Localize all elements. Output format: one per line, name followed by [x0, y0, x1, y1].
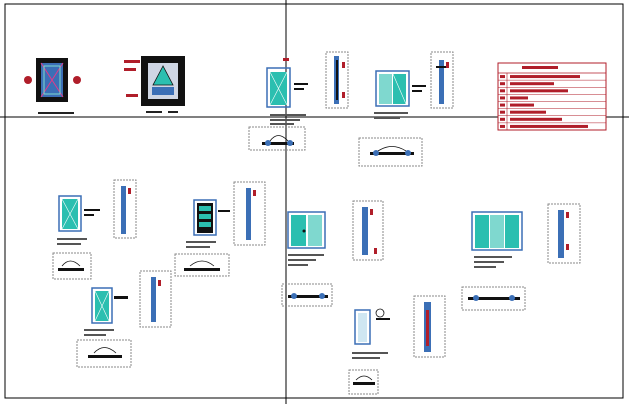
legend-row-text [510, 96, 528, 100]
legend-row-text [510, 117, 562, 121]
door-elevation-f [287, 211, 326, 266]
door-plan-c [52, 252, 92, 280]
door-elevation-a [266, 58, 308, 125]
legend-rows [498, 73, 606, 131]
legend-row-text [510, 110, 546, 114]
door-plan-g [461, 286, 526, 311]
door-section-d [233, 181, 266, 246]
door-plan-f [281, 283, 333, 307]
door-section-g [547, 203, 581, 264]
legend-row-marker [500, 89, 505, 93]
legend-row-text [510, 103, 534, 107]
door-section-e [139, 270, 172, 328]
legend-row-marker [500, 82, 505, 86]
door-plan-a [248, 126, 306, 151]
door-elevation-e [84, 287, 128, 336]
legend-table [497, 62, 607, 131]
door-plan-e [76, 339, 132, 368]
door-elevation-c [57, 195, 100, 245]
door-section-b [430, 51, 454, 109]
door-plan-d [174, 253, 230, 277]
legend-row-marker [500, 103, 505, 107]
door-elevation-h [352, 308, 390, 359]
door-section-c [113, 179, 137, 239]
door-plan-h [348, 369, 379, 395]
door-section-a [325, 51, 349, 109]
legend-row-marker [500, 75, 505, 79]
plan-symbol-square-1 [24, 58, 81, 114]
legend-row-text [510, 124, 588, 128]
legend-row-marker [500, 96, 505, 100]
legend-row-text [510, 82, 554, 86]
legend-row-marker [500, 117, 505, 121]
door-elevation-g [471, 211, 523, 268]
door-section-h [413, 295, 446, 358]
door-elevation-b [374, 70, 426, 119]
door-section-f [352, 200, 384, 261]
drawing-border [4, 3, 624, 399]
door-elevation-d [186, 199, 230, 248]
legend-row-text [510, 89, 568, 93]
legend-row-marker [500, 110, 505, 114]
plan-symbol-square-2 [124, 56, 185, 113]
legend-row-text [510, 75, 580, 79]
legend-row-marker [500, 124, 505, 128]
door-plan-b [358, 137, 423, 167]
